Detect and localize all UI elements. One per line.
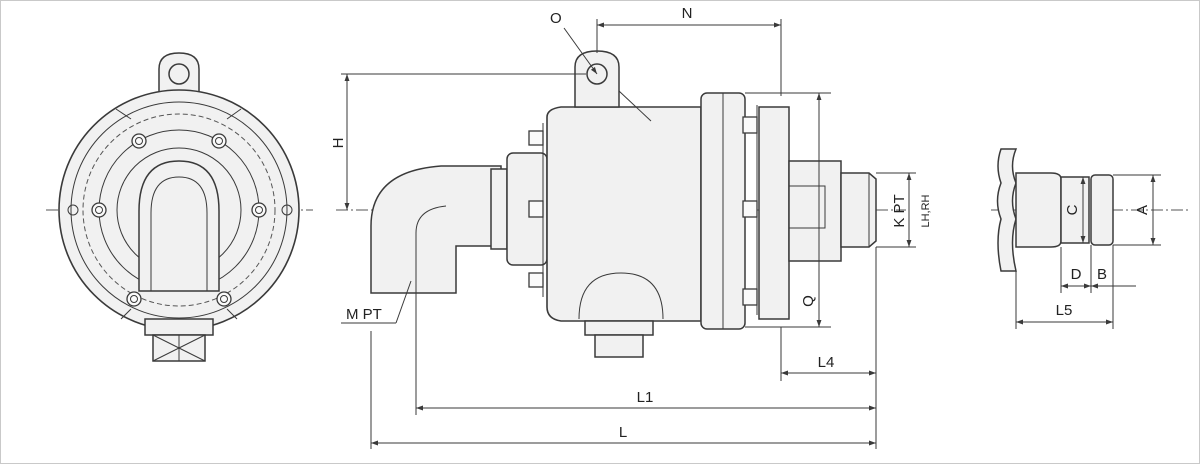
dim-l4-label: L4 [818,354,835,371]
detail-thread-a [1090,174,1114,246]
dim-mpt-leader [395,280,412,324]
front-bolt-circle [82,113,276,307]
dim-lhrh-label: LH,RH [920,194,932,227]
detail-view: C A D B L5 [991,148,1191,329]
body-bottom-boss [578,272,664,320]
dim-q-label: Q [800,295,817,307]
lug-rib [618,90,652,122]
elbow-collar [490,168,508,250]
dim-d-label: D [1071,266,1082,283]
detail-neck [1015,172,1062,248]
dim-o-label: O [550,10,562,27]
dim-l1-label: L1 [637,389,654,406]
dim-n-label: N [682,5,693,22]
bottom-drain-flange [584,320,654,336]
detail-break-edge [996,148,1018,272]
dim-o-leader [563,27,598,75]
nipple-hex [788,160,842,262]
dim-h-label: H [330,138,347,149]
dim-a-label: A [1134,205,1151,215]
front-view [46,52,313,362]
front-elbow [138,160,220,292]
dim-l5-label: L5 [1056,302,1073,319]
threaded-nipple [840,172,877,248]
dim-c-label: C [1064,204,1081,215]
side-view: N O H Q K PT LH,RH M PT L4 L1 [330,5,932,449]
front-elbow-inner [150,176,208,291]
front-outlet-flange [144,318,214,336]
elbow-inner-curve [415,205,447,293]
dim-kpt-label: K PT [891,194,908,227]
joint-body [758,106,790,320]
left-bolt-column [528,123,544,297]
lug-hole [168,63,190,85]
dim-l-label: L [619,424,627,441]
hex-flat [788,185,826,229]
dim-mpt-label: M PT [346,306,382,323]
dim-b-label: B [1097,266,1107,283]
main-body [546,106,702,322]
side-elbow [370,165,502,294]
front-flange-ring [70,101,288,319]
front-flange-bolts [67,108,293,320]
bottom-drain [594,334,644,358]
